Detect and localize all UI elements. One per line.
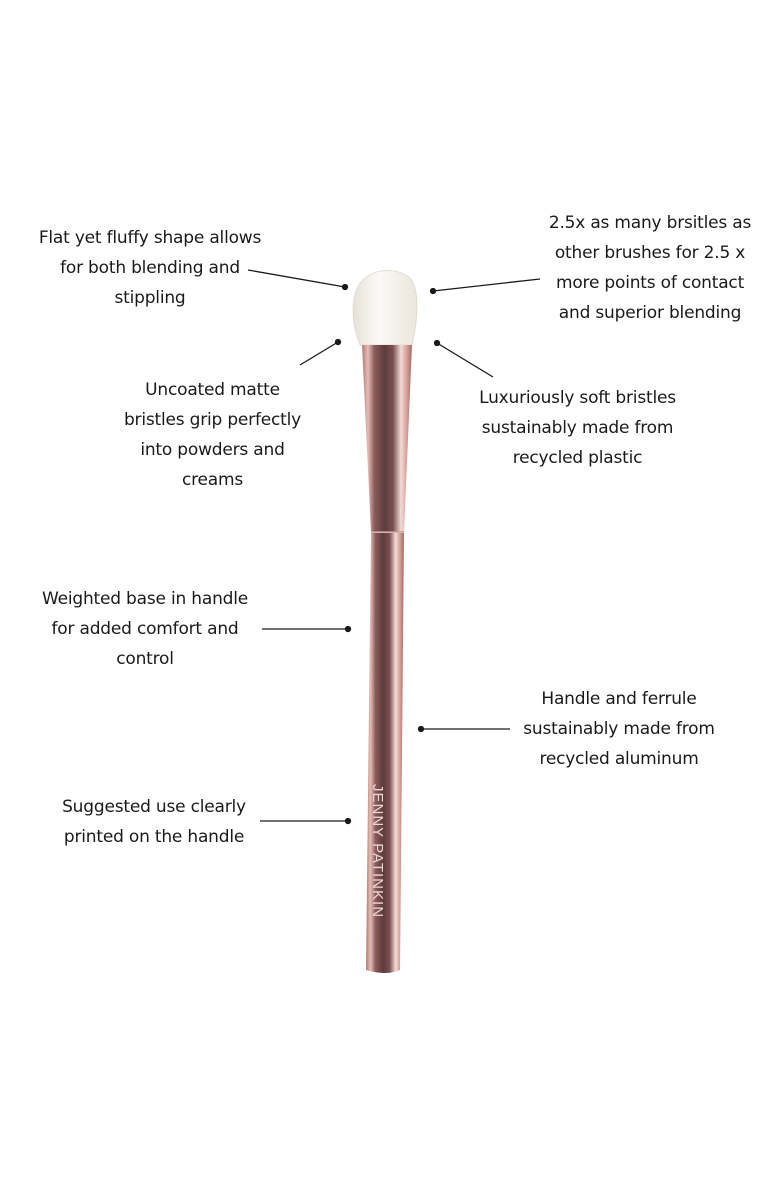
callout-handle-ferrule: Handle and ferrule sustainably made from…	[523, 689, 715, 769]
callout-flat-fluffy-shape: Flat yet fluffy shape allows for both bl…	[38, 228, 262, 308]
callout-printed-handle: Suggested use clearly printed on the han…	[62, 797, 246, 847]
brand-imprint: JENNY PATINKIN	[369, 784, 386, 918]
bristles	[352, 270, 418, 346]
callout-soft-bristles: Luxuriously soft bristles sustainably ma…	[479, 388, 676, 468]
handle	[366, 533, 404, 973]
callout-bristle-count: 2.5x as many brsitles as other brushes f…	[548, 213, 752, 323]
ferrule	[362, 345, 412, 532]
callout-uncoated-matte: Uncoated matte bristles grip perfectly i…	[123, 380, 302, 490]
callout-weighted-base: Weighted base in handle for added comfor…	[41, 589, 249, 669]
